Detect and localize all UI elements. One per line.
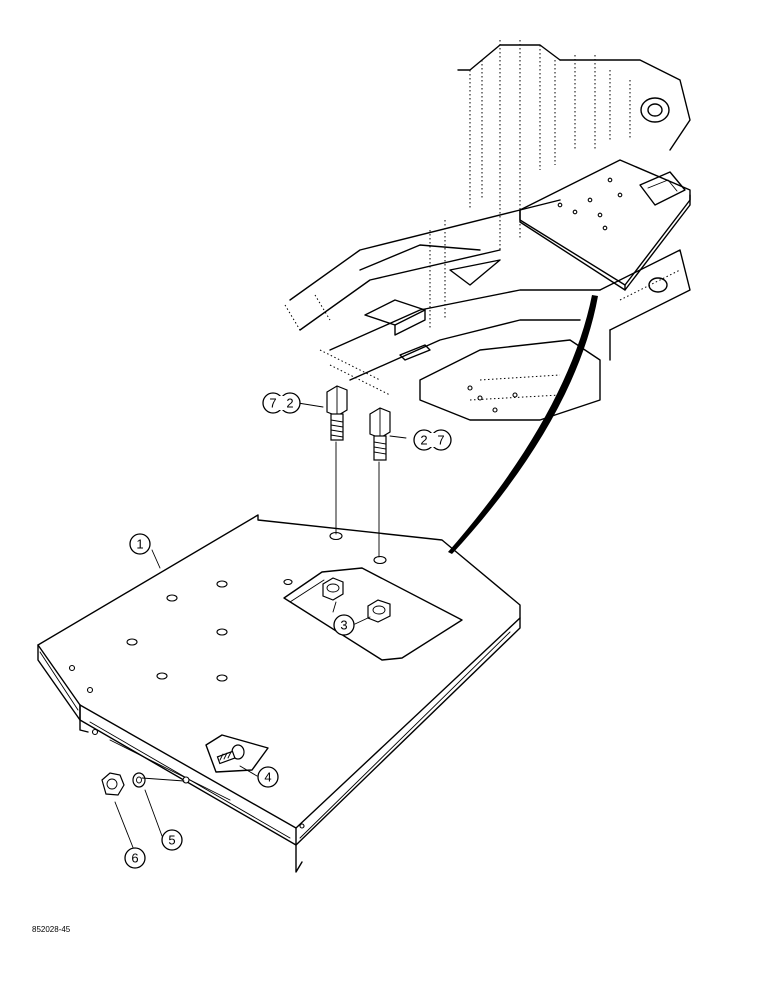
nuts-part-3 xyxy=(322,577,391,623)
installation-arrow xyxy=(448,295,598,554)
screw-part-4 xyxy=(205,734,269,773)
callout-1: 1 xyxy=(129,533,151,555)
washer-and-nut xyxy=(101,772,185,796)
callout-6: 6 xyxy=(124,847,146,869)
callout-4: 4 xyxy=(257,766,279,788)
seat-mounting-plate xyxy=(37,514,521,873)
svg-text:2: 2 xyxy=(286,396,293,411)
svg-text:7: 7 xyxy=(269,396,276,411)
svg-text:1: 1 xyxy=(136,537,143,552)
callout-5: 5 xyxy=(161,829,183,851)
bolts-part-2 xyxy=(326,385,391,558)
tractor-frame-illustration xyxy=(284,40,691,421)
svg-text:6: 6 xyxy=(131,851,138,866)
figure-reference-number: 852028-45 xyxy=(32,925,71,934)
svg-text:3: 3 xyxy=(340,618,347,633)
callout-2-7-lower: 2 7 xyxy=(413,429,452,451)
leader-lines xyxy=(114,402,407,851)
svg-text:4: 4 xyxy=(264,770,271,785)
callout-7-2-upper: 7 2 xyxy=(262,392,301,414)
svg-text:7: 7 xyxy=(437,433,444,448)
svg-text:5: 5 xyxy=(168,833,175,848)
callout-3: 3 xyxy=(333,614,355,636)
svg-text:2: 2 xyxy=(420,433,427,448)
